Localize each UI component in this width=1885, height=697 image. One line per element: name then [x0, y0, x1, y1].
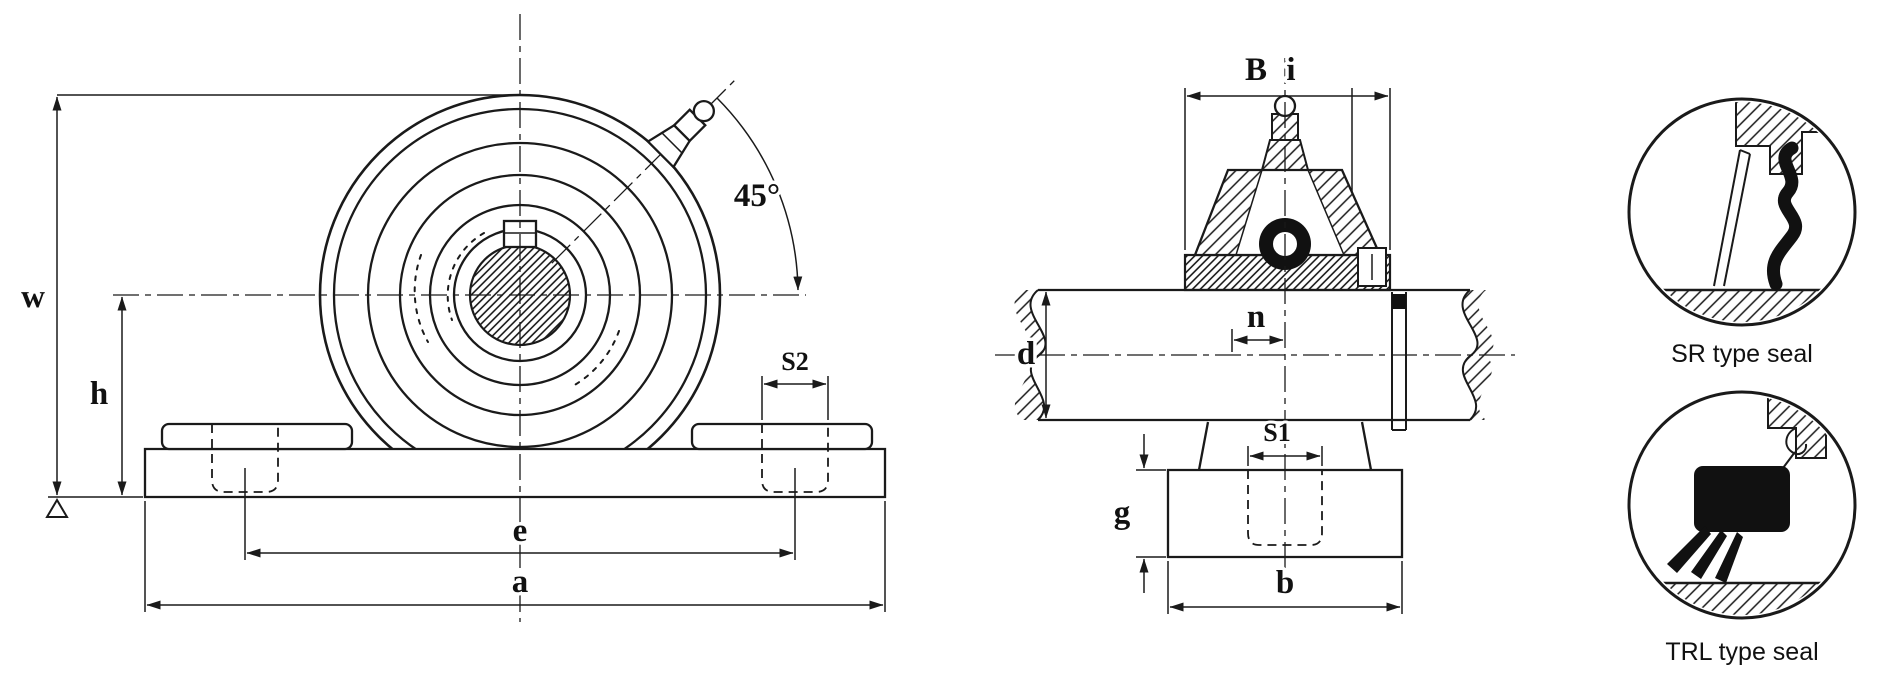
- cap-inner-line-left: [1235, 169, 1263, 256]
- dim-label-n: n: [1247, 299, 1265, 335]
- base-block: [143, 447, 887, 499]
- seal-ring-black: [1392, 294, 1406, 309]
- angle-arc: [716, 97, 803, 291]
- trl-seal-lip-3: [1715, 532, 1743, 583]
- seat-dashed-arc-bore: [446, 232, 485, 321]
- side-view-section: B i d n S1 g b: [995, 49, 1515, 614]
- trl-case-link: [1782, 451, 1796, 469]
- foot-pad-left: [160, 422, 354, 451]
- cap-inner-line-right: [1307, 169, 1345, 256]
- seal-detail-trl: TRL type seal: [1627, 390, 1857, 666]
- dim-label-w: w: [21, 279, 45, 315]
- grease-fitting-front: [551, 77, 738, 264]
- dim-label-g: g: [1114, 495, 1131, 531]
- shaft-break-line-right: [1461, 289, 1479, 421]
- sr-shaft-hatch: [1632, 290, 1852, 322]
- column-right-edge: [1360, 421, 1373, 471]
- trl-seal-caption: TRL type seal: [1665, 638, 1818, 666]
- trl-seal-body: [1694, 466, 1790, 532]
- trl-metal-curl: [1785, 427, 1808, 455]
- foot-pad-right: [690, 422, 874, 451]
- cap-hatch-right: [1308, 170, 1380, 255]
- sr-seal-profile: [1766, 141, 1803, 291]
- column-left-edge: [1197, 421, 1210, 471]
- seat-dashed-arc-right: [572, 330, 620, 387]
- dim-label-a: a: [512, 564, 529, 600]
- sr-slinger-line-2: [1723, 153, 1751, 287]
- trl-detail-circle: [1627, 390, 1857, 620]
- trl-seal-lip-1: [1667, 526, 1711, 573]
- dim-label-b: b: [1276, 565, 1294, 601]
- dim-label-s1: S1: [1263, 418, 1290, 447]
- dim-label-i: i: [1286, 52, 1295, 88]
- dim-label-B: B: [1245, 52, 1267, 88]
- angle-label-45: 45°: [734, 178, 780, 214]
- datum-triangle: [45, 498, 69, 518]
- dim-label-d: d: [1017, 336, 1035, 372]
- trl-seal-lip-2: [1691, 530, 1727, 579]
- sr-slinger-line-1: [1713, 149, 1741, 287]
- fitting-ball-tip: [692, 100, 715, 123]
- sr-seal-caption: SR type seal: [1671, 340, 1813, 368]
- seat-dashed-arc-left: [413, 254, 429, 343]
- dim-label-s2: S2: [781, 347, 808, 376]
- trl-shaft-hatch: [1632, 583, 1852, 615]
- sr-slinger-top: [1739, 149, 1751, 155]
- dim-label-h: h: [90, 376, 108, 412]
- front-view-pillow-block: w h e a S2 45°: [18, 14, 887, 622]
- dim-label-e: e: [513, 513, 528, 549]
- sr-detail-circle: [1627, 97, 1857, 327]
- fitting-base-line: [660, 131, 684, 155]
- seal-detail-sr: SR type seal: [1627, 97, 1857, 368]
- cap-hatch-left: [1195, 170, 1262, 255]
